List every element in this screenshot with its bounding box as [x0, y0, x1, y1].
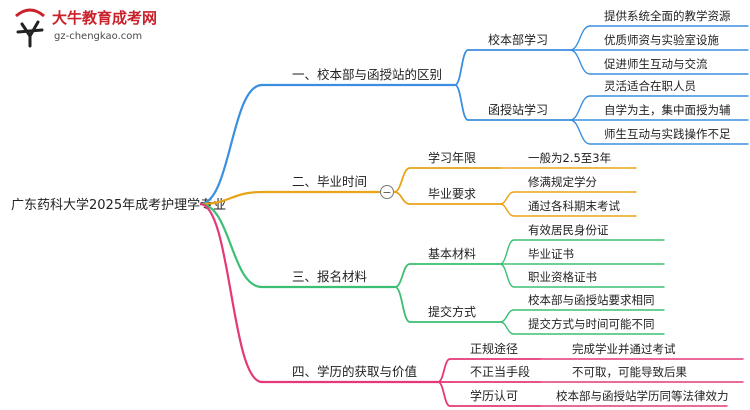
sub-branch-label: 学习年限 [428, 150, 476, 165]
branch-connector [199, 202, 263, 384]
branch-label: 四、学历的获取与价值 [292, 364, 417, 379]
leaf-label: 通过各科期末考试 [528, 199, 620, 213]
leaf-label: 不可取，可能导致后果 [572, 365, 687, 379]
root-node: 广东药科大学2025年成考护理学专业 [11, 197, 226, 213]
leaf-label: 提交方式与时间可能不同 [528, 317, 655, 331]
sub-branch-connector [393, 167, 411, 193]
leaf-label: 校本部与函授站要求相同 [528, 293, 655, 307]
leaf-label: 职业资格证书 [528, 270, 597, 284]
branch-label: 二、毕业时间 [292, 174, 367, 189]
sub-branch-connector [437, 358, 451, 383]
logo-mark-icon [15, 8, 45, 48]
sub-branch-label: 学历认可 [470, 388, 518, 403]
sub-branch-label: 正规途径 [470, 341, 518, 356]
collapse-symbol: − [382, 186, 391, 199]
sub-branch-label: 毕业要求 [428, 187, 476, 201]
leaf-connector [499, 239, 515, 265]
leaf-connector [499, 321, 515, 335]
leaf-connector [499, 191, 515, 205]
leaf-label: 一般为2.5至3年 [528, 151, 611, 165]
leaf-connector [569, 25, 591, 51]
leaf-label: 修满规定学分 [528, 175, 597, 189]
leaf-connector [569, 49, 591, 75]
sub-branch-connector [393, 191, 411, 205]
leaf-connector [569, 119, 591, 145]
sub-branch-label: 校本部学习 [488, 32, 548, 47]
leaf-label: 促进师生互动与交流 [604, 57, 708, 71]
logo-url: gz-chengkao.com [54, 31, 143, 42]
sub-branch-label: 函授站学习 [488, 102, 548, 117]
sub-branch-label: 不正当手段 [470, 364, 530, 379]
leaf-connector [499, 263, 515, 288]
leaf-label: 自学为主，集中面授为辅 [604, 103, 731, 117]
leaf-connector [499, 203, 515, 217]
sub-branch-label: 基本材料 [428, 247, 476, 261]
site-logo[interactable]: 大牛教育成考网 gz-chengkao.com [6, 4, 176, 52]
leaf-label: 有效居民身份证 [528, 223, 609, 237]
leaf-label: 师生互动与实践操作不足 [604, 127, 731, 141]
branch-label: 一、校本部与函授站的区别 [292, 67, 442, 82]
leaf-label: 灵活适合在职人员 [604, 79, 696, 93]
leaf-label: 校本部与函授站学历同等法律效力 [556, 389, 729, 403]
branch-connector [199, 83, 263, 206]
logo-title: 大牛教育成考网 [52, 9, 158, 27]
branch-connector [199, 202, 263, 289]
branch-label: 三、报名材料 [292, 269, 368, 284]
leaf-label: 完成学业并通过考试 [572, 342, 676, 356]
leaf-label: 毕业证书 [528, 247, 574, 261]
collapse-toggle-icon[interactable] [380, 185, 394, 199]
sub-branch-connector [394, 263, 411, 288]
sub-branch-connector [454, 49, 469, 86]
leaf-label: 提供系统全面的教学资源 [604, 9, 731, 23]
sub-branch-connector [454, 84, 469, 121]
sub-branch-label: 提交方式 [428, 304, 476, 319]
leaf-label: 优质师资与实验室设施 [604, 33, 719, 47]
sub-branch-connector [394, 286, 411, 323]
sub-branch-connector [437, 381, 451, 407]
leaf-connector [499, 309, 515, 323]
branch-connector [199, 190, 263, 206]
leaf-connector [569, 95, 591, 121]
